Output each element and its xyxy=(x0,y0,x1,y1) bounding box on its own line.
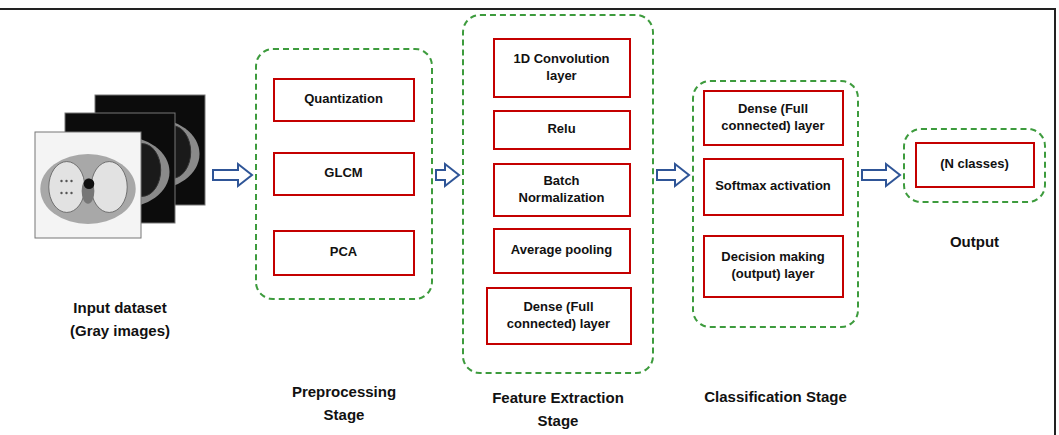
process-box: Dense (Full connected) layer xyxy=(486,287,632,345)
stage-label: Preprocessing Stage xyxy=(282,380,407,427)
box-label: Decision making (output) layer xyxy=(711,249,836,283)
box-label: GLCM xyxy=(324,165,362,182)
block-arrow xyxy=(862,164,900,186)
process-box: Softmax activation xyxy=(703,158,844,216)
stage-group: Classification StageDense (Full connecte… xyxy=(692,80,859,328)
output-group: Output(N classes) xyxy=(903,128,1046,203)
process-box: Quantization xyxy=(273,78,415,122)
process-box: Batch Normalization xyxy=(493,163,631,217)
process-box: PCA xyxy=(273,230,415,276)
process-box: Dense (Full connected) layer xyxy=(703,90,844,146)
box-label: Quantization xyxy=(304,91,383,108)
box-label: Dense (Full connected) layer xyxy=(711,101,836,135)
process-box: (N classes) xyxy=(915,142,1035,188)
process-box: Average pooling xyxy=(493,228,631,274)
stage-group: Preprocessing StageQuantizationGLCMPCA xyxy=(255,48,433,300)
process-box: 1D Convolution layer xyxy=(493,38,631,98)
process-box: Relu xyxy=(493,110,631,150)
box-label: Relu xyxy=(547,121,575,138)
process-box: Decision making (output) layer xyxy=(703,235,844,298)
block-arrow xyxy=(213,164,252,186)
stage-group: Feature Extraction Stage1D Convolution l… xyxy=(462,14,654,374)
box-label: Softmax activation xyxy=(715,178,831,195)
box-label: 1D Convolution layer xyxy=(501,51,623,85)
box-label: (N classes) xyxy=(940,156,1009,173)
box-label: Average pooling xyxy=(511,242,612,259)
box-label: Dense (Full connected) layer xyxy=(494,299,624,333)
stage-label: Classification Stage xyxy=(676,385,876,408)
input-dataset: Input dataset (Gray images) xyxy=(30,90,210,240)
stage-label: Feature Extraction Stage xyxy=(478,386,638,433)
process-box: GLCM xyxy=(273,152,415,196)
box-label: PCA xyxy=(330,244,357,261)
box-label: Batch Normalization xyxy=(501,173,623,207)
block-arrow xyxy=(436,164,459,186)
block-arrow xyxy=(657,164,689,186)
ct-scan-illustration xyxy=(30,90,210,240)
stage-label: Input dataset (Gray images) xyxy=(54,296,186,343)
stage-label: Output xyxy=(925,230,1025,253)
